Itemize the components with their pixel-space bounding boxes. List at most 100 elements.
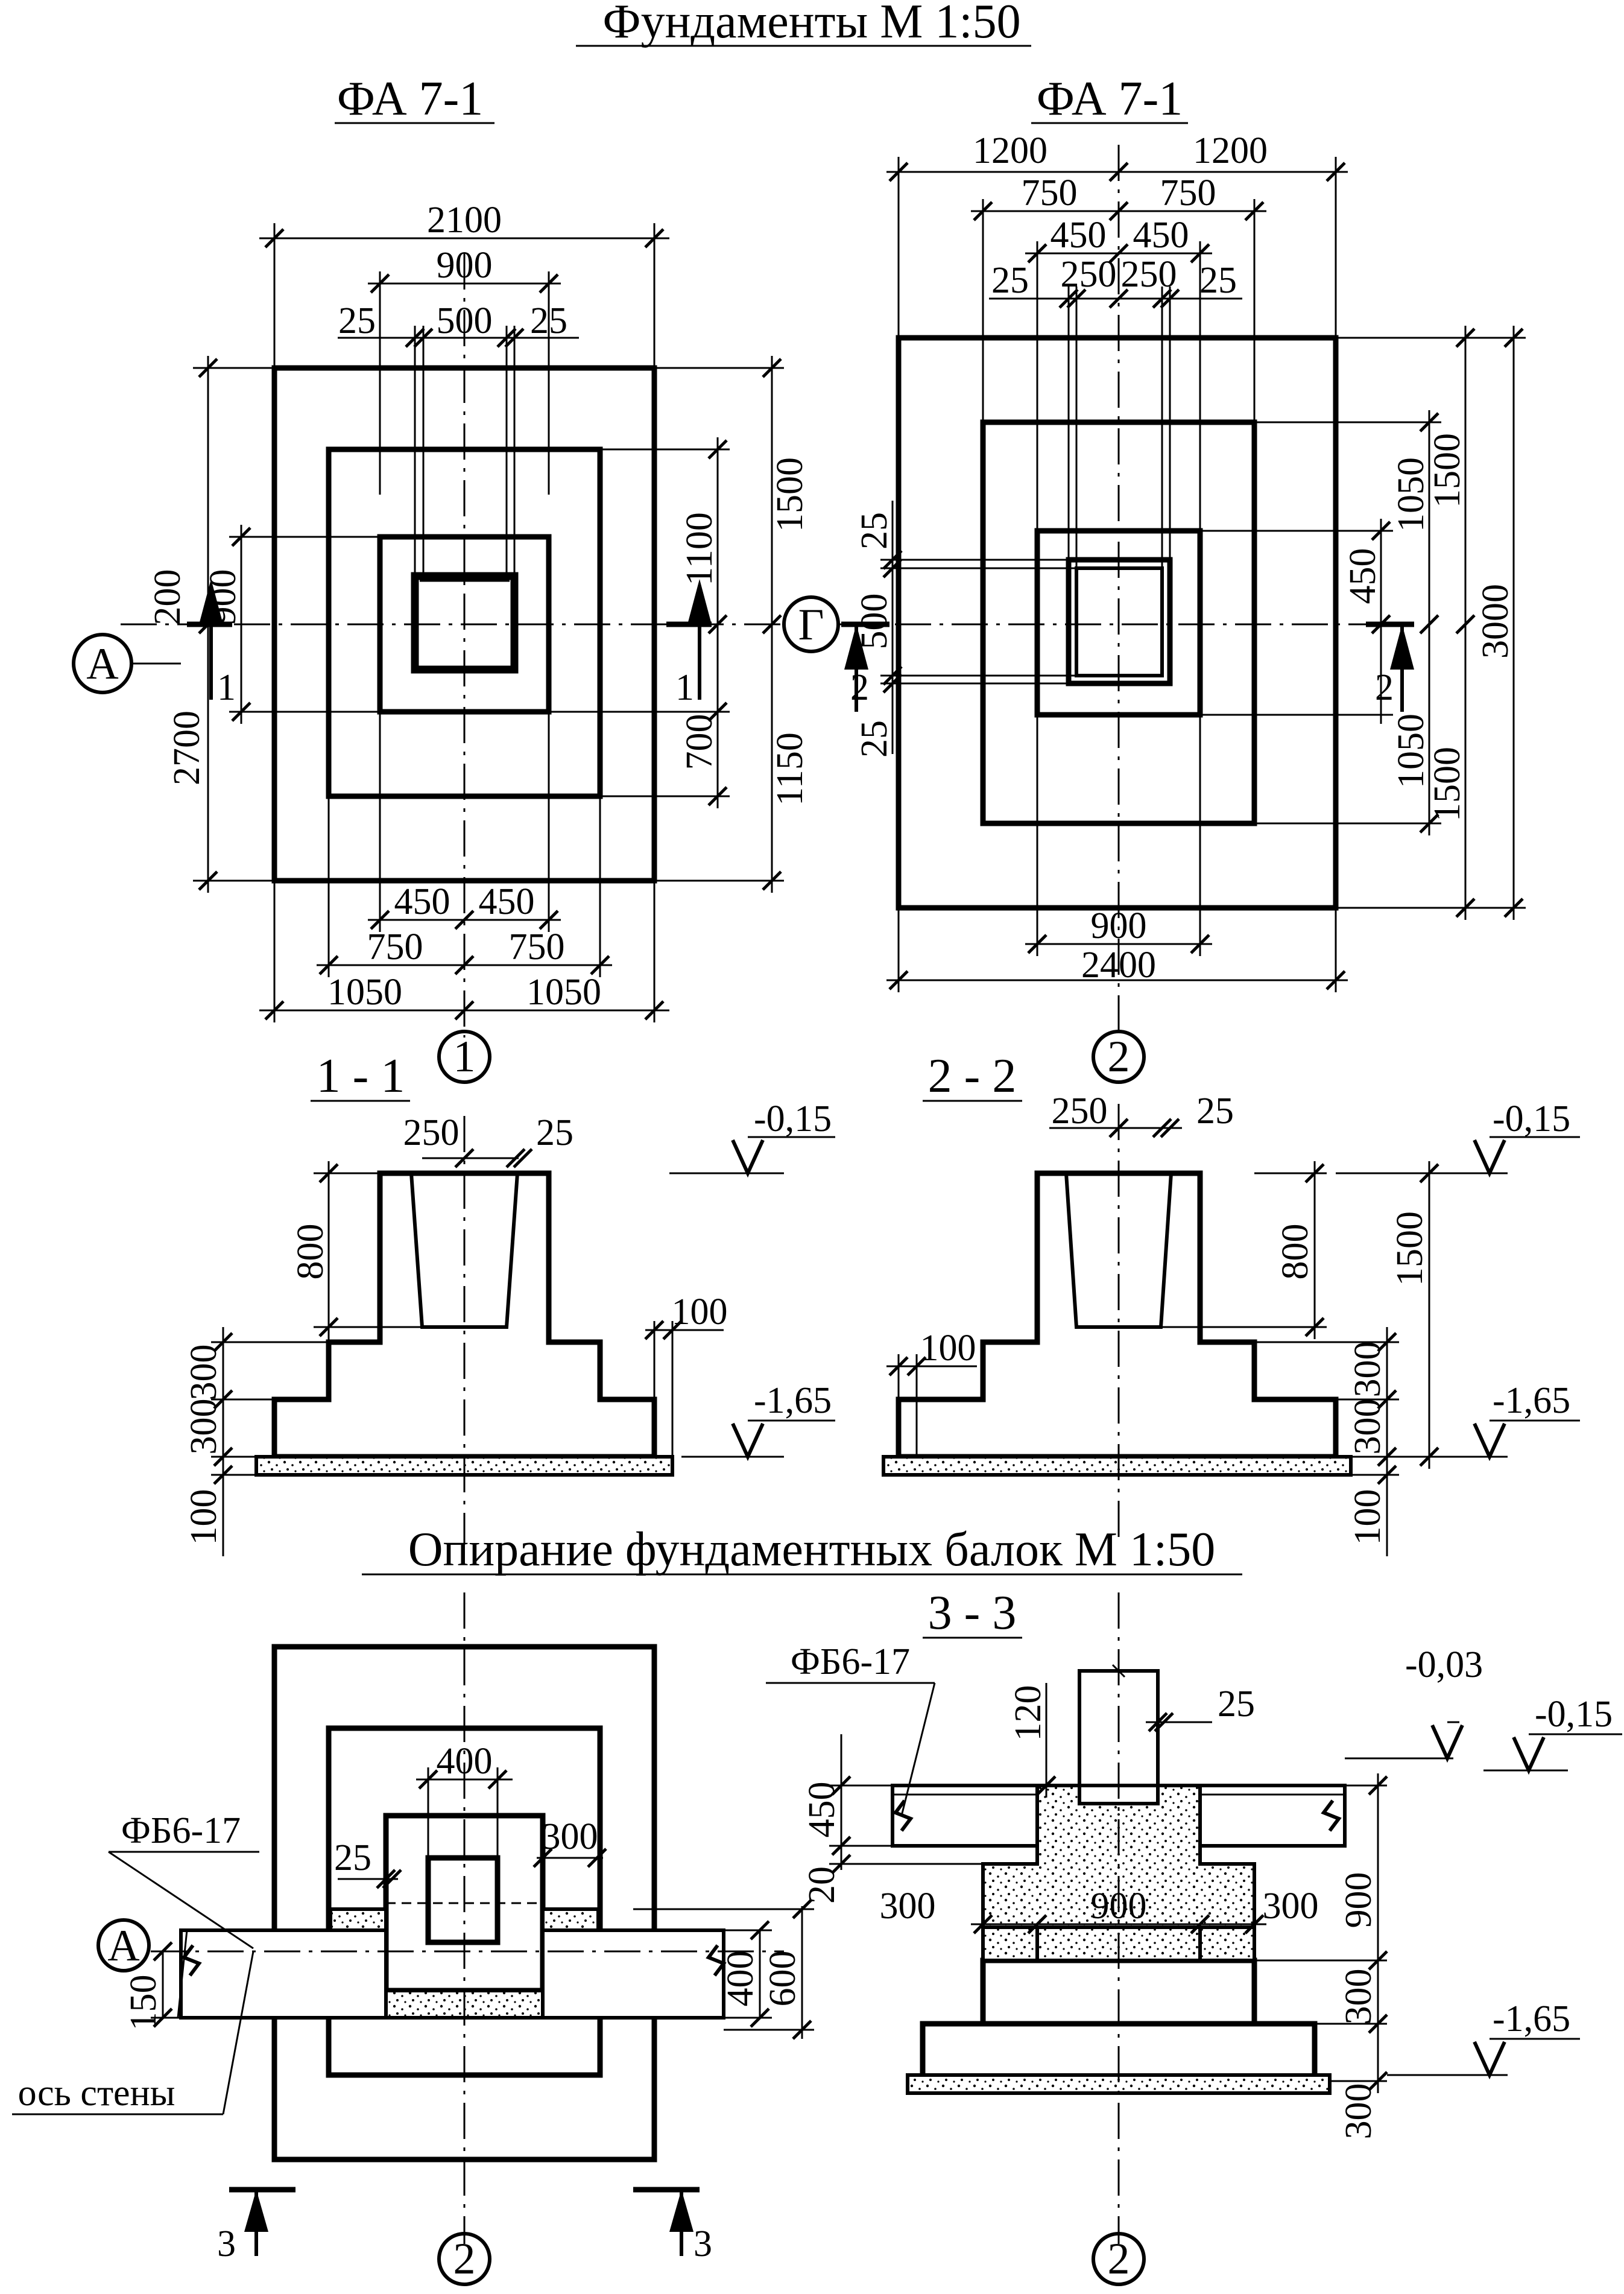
dim-750-l2: 750 — [1022, 173, 1078, 214]
axis-bubble-a-bs — [96, 1918, 151, 1972]
dim-25-right: 25 — [530, 300, 567, 341]
level-165-s3: -1,65 — [1493, 1998, 1570, 2039]
dim-250-s2: 250 — [1052, 1091, 1108, 1132]
level-015-s2: -0,15 — [1493, 1098, 1570, 1139]
dim-800-s2: 800 — [1275, 1224, 1316, 1280]
dim-400-bs-v: 400 — [720, 1951, 761, 2007]
dim-1500-bot: 1500 — [1427, 747, 1468, 822]
level-015-s1: -0,15 — [754, 1098, 832, 1139]
axis-label-1: 1 — [453, 1032, 476, 1082]
label-fb617-plan: ФБ6-17 — [121, 1810, 241, 1851]
dim-25-s1: 25 — [536, 1112, 573, 1153]
cut-label-3-left: 3 — [217, 2223, 236, 2264]
dim-250-s1: 250 — [403, 1112, 460, 1153]
dim-600-bs: 600 — [762, 1951, 803, 2007]
dim-25-top: 25 — [854, 512, 895, 550]
dim-250-a: 250 — [1061, 254, 1117, 295]
level-165-s2: -1,65 — [1493, 1380, 1570, 1421]
dim-900: 900 — [437, 245, 493, 286]
footing-bottom-step-2 — [896, 335, 1339, 911]
dim-750-l: 750 — [367, 927, 423, 968]
dim-1050-l: 1050 — [327, 972, 402, 1013]
sheet-title: Фундаменты М 1:50 — [602, 0, 1020, 48]
plan-fa71-right: 1200 1200 750 750 450 450 25 250 250 25 … — [782, 130, 1526, 1084]
cut-label-2-right: 2 — [1375, 667, 1394, 708]
dim-25-a: 25 — [991, 260, 1029, 301]
dim-300-s3b: 300 — [1338, 2083, 1379, 2140]
dim-150-bs: 150 — [123, 1975, 164, 2031]
dim-450-l2: 450 — [1051, 215, 1107, 256]
dim-200: 200 — [147, 569, 188, 626]
dim-25-bot: 25 — [854, 720, 895, 758]
axis-bubble-2-plan2 — [1092, 1030, 1146, 1084]
titles: Фундаменты М 1:50 ФА 7-1 ФА 7-1 — [335, 0, 1188, 125]
bs-column — [425, 1855, 501, 1945]
section-2-2: 2 - 2 250 25 800 1500 100 300 300 100 — [882, 1050, 1580, 1556]
dim-450-v2: 450 — [1342, 548, 1383, 604]
label-fb617-section: ФБ6-17 — [791, 1641, 910, 1682]
axis-bubble-2-s3 — [1092, 2232, 1146, 2286]
dim-250-b: 250 — [1121, 254, 1177, 295]
dim-1500: 1500 — [769, 457, 810, 532]
dim-25-b: 25 — [1199, 260, 1237, 301]
dim-2400: 2400 — [1081, 945, 1156, 986]
axis-bubble-g — [782, 595, 840, 653]
plan-fa71-left: 2100 900 25 500 25 450 450 750 750 1050 … — [72, 200, 810, 1084]
dim-450-r2: 450 — [1133, 215, 1189, 256]
dim-100-s1r: 100 — [672, 1291, 728, 1332]
footing-middle-step-2 — [980, 419, 1257, 826]
dim-1100: 1100 — [679, 512, 720, 586]
dim-500-v: 500 — [854, 594, 895, 650]
level-003-s3: -0,03 — [1405, 1644, 1483, 1685]
level-165-s1: -1,65 — [754, 1380, 832, 1421]
cut-label-3-right: 3 — [694, 2223, 712, 2264]
cut-label-1-left: 1 — [217, 667, 236, 708]
axis-label-2-bs: 2 — [453, 2234, 476, 2284]
axis-label-2-s3: 2 — [1108, 2234, 1130, 2284]
dim-300-s1b: 300 — [183, 1399, 224, 1455]
dim-3000: 3000 — [1475, 584, 1516, 659]
dim-300-s2b: 300 — [1347, 1399, 1388, 1455]
dim-25-s3: 25 — [1218, 1684, 1255, 1725]
plan-right-title: ФА 7-1 — [1037, 72, 1183, 125]
plan-left-title: ФА 7-1 — [337, 72, 484, 125]
concrete-prep-2 — [882, 1455, 1353, 1477]
dim-750-r: 750 — [509, 927, 565, 968]
beam-support-title: Опирание фундаментных балок М 1:50 — [408, 1523, 1215, 1576]
dim-1050-bot: 1050 — [1391, 714, 1432, 788]
dim-120-s3: 120 — [1008, 1685, 1049, 1741]
dim-300-s3l: 300 — [880, 1886, 936, 1927]
socket-profile-1 — [409, 1171, 520, 1329]
dim-750-r2: 750 — [1160, 173, 1216, 214]
footing-profile-2 — [896, 1170, 1339, 1460]
dim-100-s1: 100 — [183, 1489, 224, 1545]
axis-bubble-2-bs — [437, 2232, 491, 2286]
dim-450-l: 450 — [394, 881, 450, 922]
dim-300-s3a: 300 — [1338, 1969, 1379, 2025]
dim-1050-r: 1050 — [526, 972, 601, 1013]
dim-1050-top: 1050 — [1391, 457, 1432, 532]
label-wall-axis: ось стены — [18, 2073, 175, 2114]
s3-beam-left — [891, 1784, 1039, 1848]
dim-25-s2: 25 — [1196, 1091, 1234, 1132]
dim-300-bs: 300 — [542, 1816, 598, 1857]
dim-20-s3: 20 — [801, 1866, 842, 1904]
cut-label-1-right: 1 — [675, 667, 694, 708]
axis-label-a-bs: А — [107, 1921, 139, 1971]
dim-2700: 2700 — [166, 711, 207, 785]
foundation-beam-left — [179, 1928, 388, 2020]
dim-800-s1: 800 — [290, 1224, 331, 1280]
dim-1150: 1150 — [769, 732, 810, 806]
axis-label-a: А — [86, 639, 118, 689]
beam-support-plan: 400 25 300 150 400 600 ФБ6-17 ось стены … — [12, 1592, 814, 2286]
dim-25-bs: 25 — [334, 1837, 371, 1878]
dim-300-s2a: 300 — [1347, 1342, 1388, 1398]
section-11-title: 1 - 1 — [317, 1050, 405, 1103]
dim-100-s2l: 100 — [920, 1328, 976, 1369]
s3-beam-right — [1198, 1784, 1347, 1848]
section-1-1: 1 - 1 250 25 800 300 300 100 100 -0,15 — [183, 1050, 835, 1556]
dim-450-s3: 450 — [801, 1782, 842, 1838]
axis-label-2: 2 — [1108, 1032, 1130, 1082]
dim-400-bs: 400 — [437, 1741, 493, 1782]
